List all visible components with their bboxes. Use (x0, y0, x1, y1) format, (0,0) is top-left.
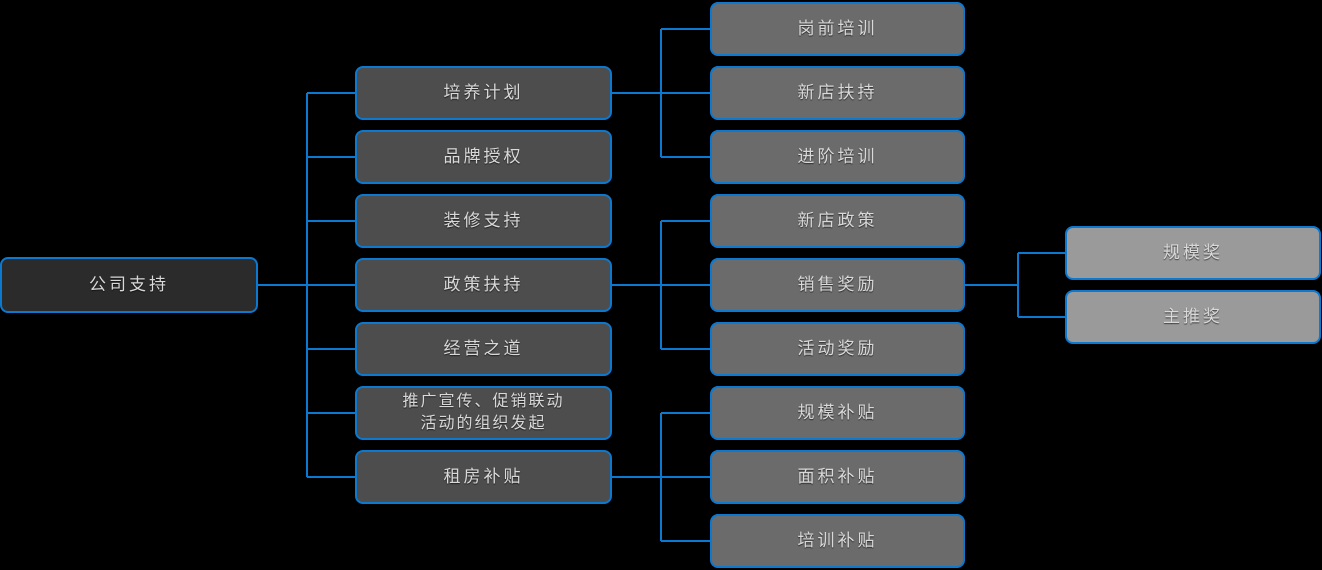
node-n13[interactable]: 活动奖励 (710, 322, 965, 376)
node-n4[interactable]: 政策扶持 (355, 258, 612, 312)
node-label: 公司支持 (89, 274, 169, 294)
node-label: 新店扶持 (797, 82, 878, 102)
node-label: 新店政策 (797, 210, 878, 230)
node-label: 销售奖励 (797, 274, 878, 294)
node-label: 活动奖励 (797, 338, 878, 358)
node-n3[interactable]: 装修支持 (355, 194, 612, 248)
node-label: 品牌授权 (443, 146, 524, 166)
node-n9[interactable]: 新店扶持 (710, 66, 965, 120)
node-label: 进阶培训 (797, 146, 878, 166)
node-n15[interactable]: 面积补贴 (710, 450, 965, 504)
node-n1[interactable]: 培养计划 (355, 66, 612, 120)
node-label: 培训补贴 (797, 530, 878, 550)
node-n16[interactable]: 培训补贴 (710, 514, 965, 568)
node-n8[interactable]: 岗前培训 (710, 2, 965, 56)
node-label: 租房补贴 (443, 466, 524, 486)
node-n11[interactable]: 新店政策 (710, 194, 965, 248)
node-label: 经营之道 (443, 338, 524, 358)
node-n6[interactable]: 推广宣传、促销联动 活动的组织发起 (355, 386, 612, 440)
node-n14[interactable]: 规模补贴 (710, 386, 965, 440)
node-label: 规模补贴 (797, 402, 878, 422)
node-n7[interactable]: 租房补贴 (355, 450, 612, 504)
node-n2[interactable]: 品牌授权 (355, 130, 612, 184)
node-label: 岗前培训 (797, 18, 878, 38)
node-n0[interactable]: 公司支持 (0, 257, 258, 313)
node-label: 政策扶持 (443, 274, 524, 294)
node-n18[interactable]: 主推奖 (1065, 290, 1321, 344)
node-label: 主推奖 (1163, 306, 1223, 326)
node-label: 装修支持 (443, 210, 524, 230)
node-label: 培养计划 (443, 82, 524, 102)
node-n10[interactable]: 进阶培训 (710, 130, 965, 184)
node-label: 规模奖 (1163, 242, 1223, 262)
node-n5[interactable]: 经营之道 (355, 322, 612, 376)
node-label: 推广宣传、促销联动 活动的组织发起 (402, 393, 565, 432)
node-label: 面积补贴 (797, 466, 878, 486)
node-n12[interactable]: 销售奖励 (710, 258, 965, 312)
node-n17[interactable]: 规模奖 (1065, 226, 1321, 280)
